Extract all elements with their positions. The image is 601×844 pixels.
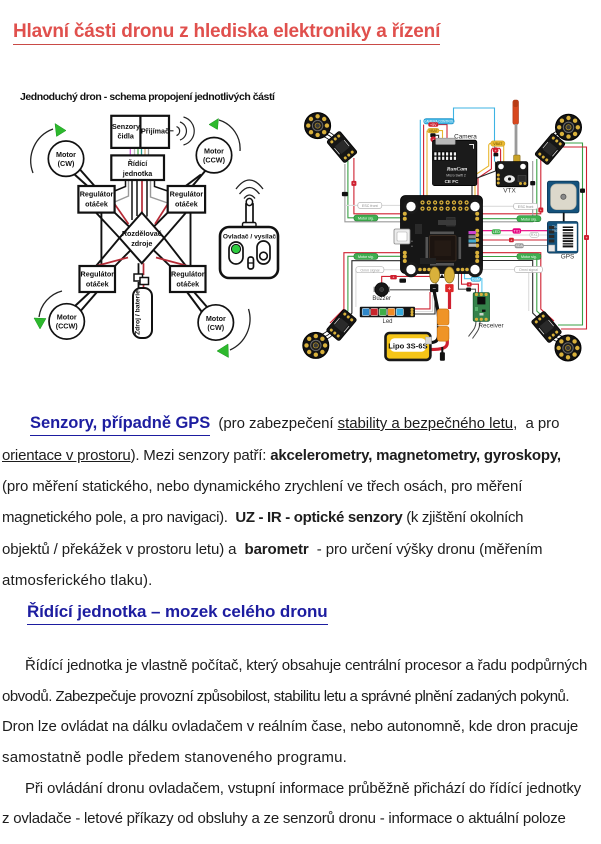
svg-text:Regulátor: Regulátor	[81, 270, 115, 279]
svg-text:(CW): (CW)	[58, 159, 75, 168]
svg-text:TX1: TX1	[514, 229, 521, 233]
svg-text:Omni signal: Omni signal	[360, 268, 379, 272]
svg-text:+: +	[468, 283, 470, 287]
svg-text:VTX: VTX	[503, 188, 516, 195]
svg-text:DSM: DSM	[472, 277, 480, 281]
svg-text:+: +	[353, 182, 355, 186]
svg-text:CAMERA CONTROL: CAMERA CONTROL	[424, 120, 454, 124]
svg-text:Buzzer: Buzzer	[372, 296, 391, 302]
svg-text:otáček: otáček	[175, 200, 198, 209]
svg-text:RX1: RX1	[531, 233, 538, 237]
svg-text:Ovladač / vysílač: Ovladač / vysílač	[223, 234, 276, 241]
svg-text:Omni signal: Omni signal	[519, 268, 538, 272]
svg-text:otáček: otáček	[85, 200, 108, 209]
svg-text:o: o	[411, 245, 413, 248]
svg-text:+5V: +5V	[430, 123, 437, 127]
svg-text:Motor sig.: Motor sig.	[521, 255, 537, 259]
svg-text:ESC front: ESC front	[518, 205, 534, 209]
svg-text:VBAT: VBAT	[429, 129, 439, 133]
svg-text:+: +	[510, 238, 512, 242]
svg-text:+: +	[540, 208, 542, 212]
svg-text:Motor: Motor	[206, 314, 226, 323]
svg-text:Rozdělovač: Rozdělovač	[122, 229, 162, 238]
svg-text:+: +	[392, 276, 394, 280]
svg-text:Motor sig.: Motor sig.	[358, 217, 374, 221]
svg-text:+: +	[432, 138, 434, 142]
svg-text:Motor: Motor	[56, 150, 76, 159]
svg-text:Přijímač: Přijímač	[141, 127, 169, 136]
svg-text:Camera: Camera	[454, 133, 477, 140]
svg-text:ESC front: ESC front	[362, 204, 378, 208]
svg-text:Regulátor: Regulátor	[171, 270, 205, 279]
svg-text:+: +	[495, 149, 497, 153]
svg-text:SDA: SDA	[516, 244, 524, 248]
svg-text:Senzory: Senzory	[112, 122, 140, 131]
svg-text:BN: BN	[552, 225, 557, 229]
svg-text:−: −	[432, 287, 436, 293]
svg-text:+: +	[448, 287, 452, 293]
svg-text:Regulátor: Regulátor	[170, 190, 204, 199]
svg-text:(CW): (CW)	[207, 323, 224, 332]
svg-text:Motor sig.: Motor sig.	[521, 217, 537, 221]
svg-text:čidla: čidla	[118, 132, 135, 141]
svg-text:(CCW): (CCW)	[56, 322, 79, 331]
svg-text:otáček: otáček	[176, 280, 199, 289]
svg-text:Motor: Motor	[57, 313, 77, 322]
svg-text:jednotka: jednotka	[122, 169, 154, 178]
svg-text:LED: LED	[493, 230, 500, 234]
svg-text:GPS: GPS	[561, 254, 575, 261]
svg-text:(CCW): (CCW)	[203, 156, 226, 165]
svg-text:VBAT: VBAT	[493, 142, 503, 146]
svg-text:CE FC: CE FC	[445, 179, 459, 184]
svg-text:Led: Led	[382, 319, 392, 325]
svg-text:Lipo 3S-6S: Lipo 3S-6S	[388, 341, 427, 350]
svg-text:o: o	[411, 240, 413, 243]
svg-text:Zdroj / baterie: Zdroj / baterie	[135, 290, 142, 335]
svg-text:Micro Swift 2: Micro Swift 2	[446, 174, 466, 178]
svg-text:Motor: Motor	[204, 147, 224, 156]
svg-text:otáček: otáček	[86, 280, 109, 289]
svg-text:Regulátor: Regulátor	[80, 190, 114, 199]
svg-text:880: 880	[552, 229, 558, 233]
svg-text:Řídící: Řídící	[128, 159, 149, 168]
svg-text:zdroje: zdroje	[131, 239, 152, 248]
svg-text:+: +	[585, 236, 587, 240]
svg-text:RunCam: RunCam	[446, 167, 468, 173]
svg-text:Motor sig.: Motor sig.	[358, 255, 374, 259]
svg-text:Receiver: Receiver	[478, 323, 504, 330]
